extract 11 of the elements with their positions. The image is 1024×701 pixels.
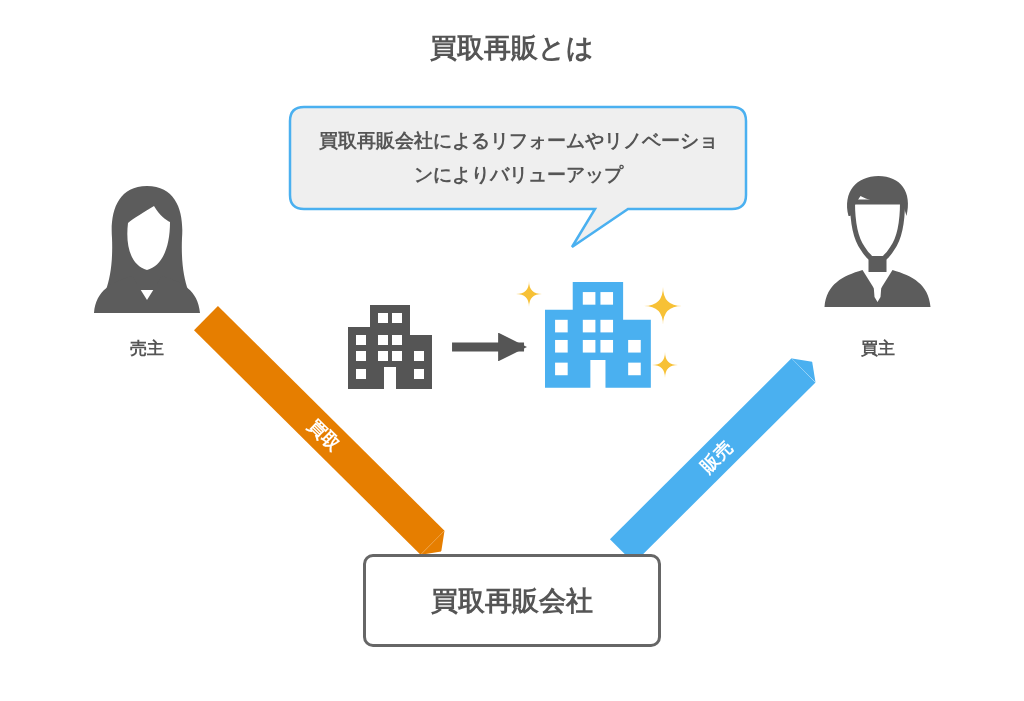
box-label: 買取再販会社 — [431, 583, 593, 618]
diagram-title: 買取再販とは — [429, 31, 595, 65]
person-label: 買主 — [859, 337, 896, 360]
edge-label: 買取 — [302, 413, 345, 456]
bubble-text: 買取再販会社によるリフォームやリノベーションによりバリューアップ — [317, 128, 719, 187]
process-box — [363, 554, 661, 647]
arrow — [452, 332, 527, 362]
person-label: 売主 — [129, 337, 165, 360]
edge-label: 販売 — [695, 435, 738, 478]
building-icon — [348, 305, 433, 389]
arrow — [194, 306, 445, 555]
